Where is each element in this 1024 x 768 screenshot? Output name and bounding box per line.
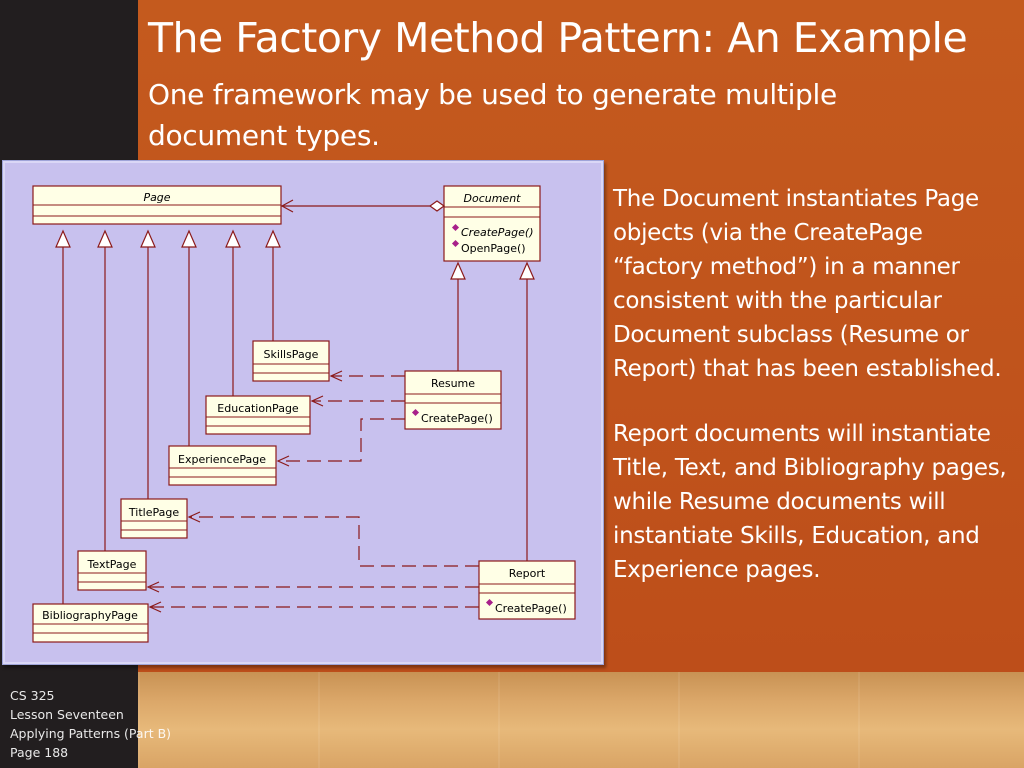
report-op-createpage: CreatePage(): [495, 602, 567, 615]
slide-subtitle: One framework may be used to generate mu…: [148, 78, 837, 152]
bibliography-page-name: BibliographyPage: [42, 609, 138, 622]
wood-floor-band: [138, 672, 1024, 768]
explanation-paragraph-2: Report documents will instantiate Title,…: [613, 421, 1007, 583]
resume-class: Resume CreatePage(): [404, 370, 502, 430]
resume-dependencies: [276, 370, 405, 467]
footer-topic: Applying Patterns (Part B): [10, 726, 172, 741]
footer-lesson: Lesson Seventeen: [10, 707, 124, 722]
report-class: Report CreatePage(): [478, 560, 576, 620]
document-op-createpage: CreatePage(): [461, 226, 534, 239]
slide-footer: CS 325 Lesson Seventeen Applying Pattern…: [10, 686, 171, 762]
explanation-paragraph-1: The Document instantiates Page objects (…: [613, 186, 1002, 382]
uml-diagram-canvas: Page Document CreatePage() OpenPage(): [32, 185, 576, 643]
generalization-edges: [55, 229, 535, 604]
experience-page-name: ExperiencePage: [178, 453, 266, 466]
text-page-class: TextPage: [77, 550, 147, 591]
text-page-name: TextPage: [87, 558, 137, 571]
education-page-class: EducationPage: [205, 395, 311, 435]
title-page-name: TitlePage: [128, 506, 179, 519]
skills-page-name: SkillsPage: [264, 348, 319, 361]
skills-page-class: SkillsPage: [252, 340, 330, 382]
resume-class-name: Resume: [431, 377, 475, 390]
explanation-text: The Document instantiates Page objects (…: [613, 182, 1018, 618]
page-class: Page: [32, 185, 282, 225]
footer-course: CS 325: [10, 688, 55, 703]
footer-page: Page 188: [10, 745, 69, 760]
report-dependencies: [146, 511, 479, 613]
document-op-openpage: OpenPage(): [461, 242, 526, 255]
resume-op-createpage: CreatePage(): [421, 412, 493, 425]
document-class-name: Document: [464, 192, 522, 205]
operation-icon: [451, 223, 460, 232]
uml-diagram: Page Document CreatePage() OpenPage(): [2, 160, 604, 665]
operation-icon: [451, 239, 460, 248]
title-page-class: TitlePage: [120, 498, 188, 539]
document-class: Document CreatePage() OpenPage(): [443, 185, 541, 262]
slide-title: The Factory Method Pattern: An Example: [148, 14, 968, 62]
report-class-name: Report: [509, 567, 546, 580]
operation-icon: [485, 598, 494, 607]
wood-grain: [138, 672, 1024, 768]
aggregation-document-page: [280, 199, 446, 213]
experience-page-class: ExperiencePage: [168, 445, 277, 486]
operation-icon: [411, 408, 420, 417]
bibliography-page-class: BibliographyPage: [32, 603, 149, 643]
education-page-name: EducationPage: [217, 402, 299, 415]
page-class-name: Page: [143, 191, 170, 204]
